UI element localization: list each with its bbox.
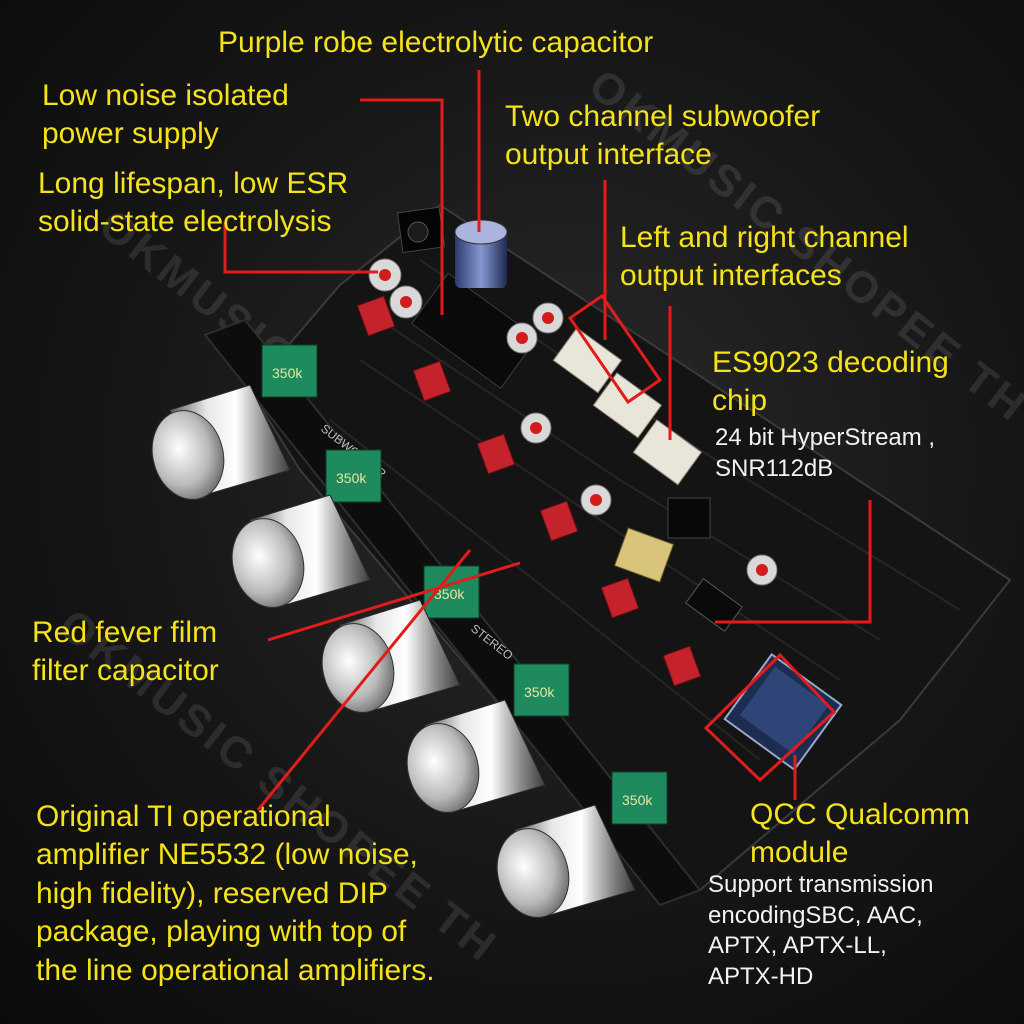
leader-opamp <box>256 549 472 811</box>
callout-qcc-title: QCC Qualcomm module <box>750 798 971 870</box>
knob <box>231 494 371 608</box>
output-connectors <box>552 327 703 486</box>
knob <box>406 699 546 813</box>
leader-power-supply <box>360 98 444 315</box>
qcc-highlight <box>703 652 837 783</box>
pot-marking: 350k <box>524 684 555 700</box>
callout-es9023-title: ES9023 decoding chip <box>712 346 949 418</box>
pot-marking: 350k <box>622 792 653 808</box>
callout-capacitor: Purple robe electrolytic capacitor <box>218 26 654 59</box>
audio-jack <box>667 497 711 539</box>
callout-solid-state: Long lifespan, low ESR solid-state elect… <box>38 167 349 239</box>
callout-opamp: Original TI operational amplifier NE5532… <box>36 800 435 987</box>
leader-film-cap <box>267 561 521 642</box>
leader-solid-state <box>223 222 378 274</box>
output-connector-highlight <box>567 293 663 405</box>
pot-marking: 350k <box>336 470 367 486</box>
film-capacitors <box>356 295 702 687</box>
callout-es9023-detail: 24 bit HyperStream , SNR112dB <box>715 424 936 482</box>
callout-subwoofer: Two channel subwoofer output interface <box>505 100 821 172</box>
pot-marking: 350k <box>272 365 303 381</box>
knob <box>496 804 636 918</box>
callout-power-supply: Low noise isolated power supply <box>42 79 289 151</box>
highlight-boxes <box>567 293 837 783</box>
pot-marking: 350k <box>434 586 465 602</box>
knobs <box>151 384 636 918</box>
es9023-chip <box>685 578 743 632</box>
callout-qcc-detail: Support transmission encodingSBC, AAC, A… <box>708 871 934 991</box>
knob <box>151 384 291 500</box>
solid-capacitors <box>368 258 778 586</box>
leader-lines <box>223 70 872 811</box>
callout-lr-output: Left and right channel output interfaces <box>620 221 909 293</box>
knob <box>321 599 461 713</box>
callout-film-cap: Red fever film filter capacitor <box>32 616 219 688</box>
leader-es9023 <box>715 500 872 624</box>
purple-capacitor <box>455 230 507 288</box>
